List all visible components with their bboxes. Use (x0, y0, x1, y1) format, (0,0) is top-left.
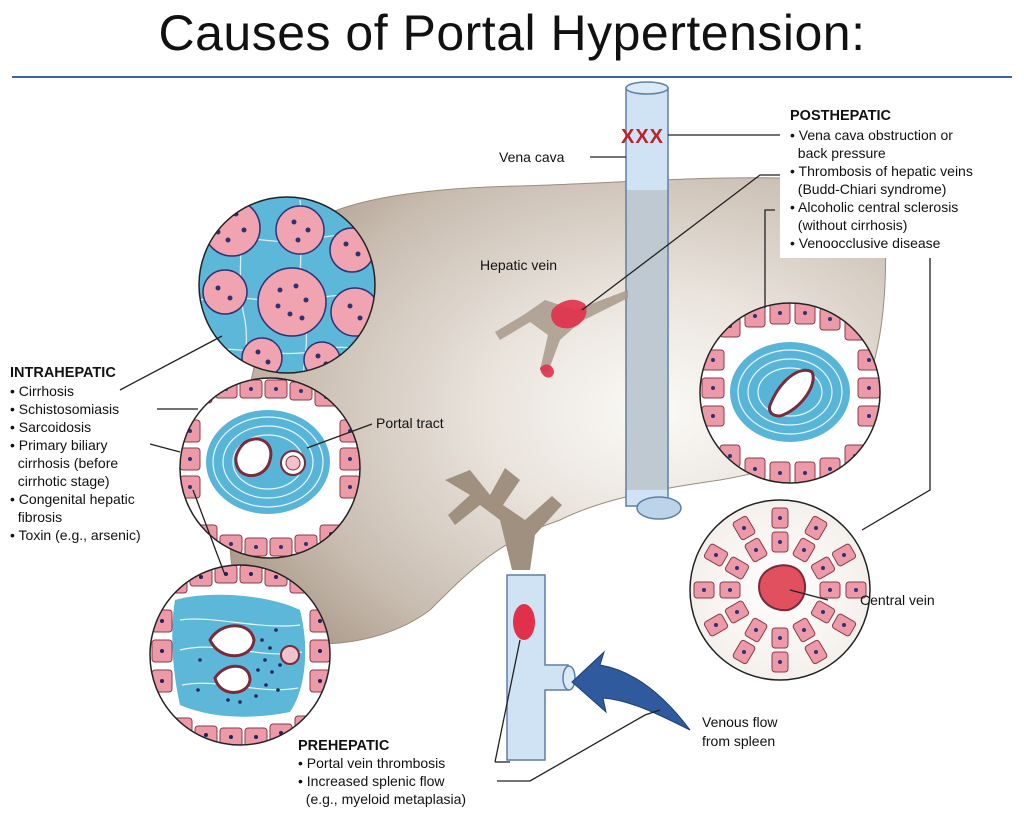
venous-flow-label-line2: from spleen (702, 733, 775, 749)
prehepatic-line: • Increased splenic flow (298, 773, 445, 789)
intrahepatic-line: cirrhotic stage) (10, 473, 110, 489)
posthepatic-line: • Venoocclusive disease (790, 235, 941, 251)
venous-flow-label-line1: Venous flow (702, 714, 778, 730)
vena-cava-obstruction-marks: XXX (621, 126, 664, 148)
intrahepatic-line: • Primary biliary (10, 437, 107, 453)
intrahepatic-line: • Toxin (e.g., arsenic) (10, 527, 141, 543)
posthepatic-line: back pressure (790, 145, 886, 161)
posthepatic-line: • Thrombosis of hepatic veins (790, 163, 973, 179)
posthepatic-heading: POSTHEPATIC (790, 108, 891, 124)
intrahepatic-heading: INTRAHEPATIC (10, 365, 116, 381)
central-vein-micrograph (690, 500, 870, 680)
intrahepatic-line: • Congenital hepatic (10, 491, 135, 507)
intrahepatic-line: • Schistosomiasis (10, 401, 119, 417)
portal-tract-micrograph (180, 378, 360, 558)
vena-cava (625, 81, 682, 520)
intrahepatic-line: fibrosis (10, 509, 62, 525)
vena-cava-label: Vena cava (499, 149, 565, 165)
prehepatic-line: • Portal vein thrombosis (298, 755, 445, 771)
prehepatic-heading: PREHEPATIC (298, 738, 390, 754)
title-underline (12, 76, 1012, 78)
posthepatic-line: (without cirrhosis) (790, 217, 907, 233)
hepatic-vein-label: Hepatic vein (480, 257, 557, 273)
intrahepatic-line: cirrhosis (before (10, 455, 118, 471)
intrahepatic-line: • Cirrhosis (10, 383, 74, 399)
leader-lines (119, 134, 931, 782)
hepatic-vein-thrombus-small (540, 364, 554, 378)
hepatic-vein-thrombus (551, 299, 587, 329)
page-title: Causes of Portal Hypertension: (158, 5, 866, 61)
portal-tract-label: Portal tract (376, 415, 444, 431)
central-vein-label: Central vein (860, 592, 935, 608)
prehepatic-line: (e.g., myeloid metaplasia) (298, 791, 466, 807)
intrahepatic-line: • Sarcoidosis (10, 419, 91, 435)
posthepatic-line: • Alcoholic central sclerosis (790, 199, 958, 215)
posthepatic-box (780, 100, 1020, 258)
portal-vein-tree (445, 468, 562, 570)
hepatic-vein-branches (495, 290, 628, 372)
posthepatic-line: (Budd-Chiari syndrome) (790, 181, 946, 197)
portal-vein (506, 574, 576, 761)
posthepatic-line: • Vena cava obstruction or (790, 127, 953, 143)
splenic-flow-arrow (571, 650, 691, 731)
